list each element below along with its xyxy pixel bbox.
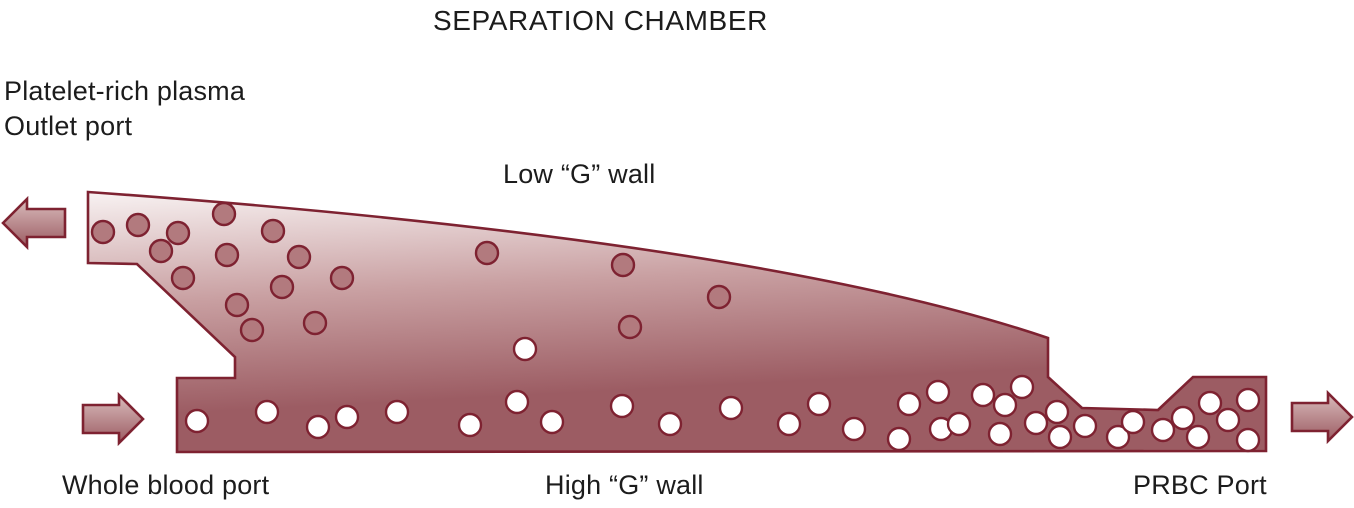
rbc-dot [896,391,922,417]
rbc-dot [254,399,280,425]
outlet-arrow-icon [1,195,67,251]
platelet-dot [239,317,265,343]
rbc-dot [925,379,951,405]
platelet-dot [211,201,237,227]
rbc-dot [987,421,1013,447]
rbc-dot [718,395,744,421]
platelet-dot [170,265,196,291]
rbc-dot [776,411,802,437]
rbc-dot [384,399,410,425]
rbc-dot [1044,399,1070,425]
rbc-dot [539,409,565,435]
rbc-dot [609,393,635,419]
platelet-dot [148,238,174,264]
separation-chamber-body [86,190,1268,454]
rbc-dot [457,412,483,438]
platelet-dot [329,265,355,291]
diagram-title: SEPARATION CHAMBER [433,5,768,36]
rbc-dot [1072,413,1098,439]
platelet-dot [610,252,636,278]
platelet-dot [90,219,116,245]
platelet-dot [260,218,286,244]
rbc-dot [512,336,538,362]
rbc-dot [1047,424,1073,450]
rbc-dot [184,408,210,434]
rbc-dot [1215,407,1241,433]
rbc-dot [1150,417,1176,443]
rbc-dot [305,414,331,440]
platelet-dot [706,284,732,310]
prbc-port-label: PRBC Port [1133,470,1267,500]
high-g-wall-label: High “G” wall [545,470,704,500]
rbc-dot [334,404,360,430]
platelet-dot [474,240,500,266]
rbc-dot [1105,424,1131,450]
rbc-dot [970,382,996,408]
rbc-dot [1009,374,1035,400]
outlet-port-label-line1: Platelet-rich plasma [4,76,246,106]
platelet-dot [286,244,312,270]
outlet-port-label-line2: Outlet port [4,111,133,141]
platelet-dot [224,292,250,318]
rbc-dot [1023,410,1049,436]
rbc-dot [1235,387,1261,413]
rbc-dot [504,389,530,415]
low-g-wall-label: Low “G” wall [503,159,656,189]
platelet-dot [269,274,295,300]
rbc-dot [1120,409,1146,435]
inlet-arrow-icon [81,391,145,447]
rbc-dot [992,392,1018,418]
platelet-dot [302,310,328,336]
prbc-arrow-icon [1290,389,1354,445]
rbc-dot [1197,390,1223,416]
outlet-port-label: Platelet-rich plasma Outlet port [4,74,245,144]
rbc-dot [841,416,867,442]
rbc-dot [1235,427,1261,453]
rbc-dot [886,426,912,452]
rbc-dot [1170,405,1196,431]
platelet-dot [165,220,191,246]
platelet-dot [125,212,151,238]
platelet-dot [617,314,643,340]
rbc-dot [1185,424,1211,450]
rbc-dot [806,391,832,417]
platelet-dots [90,201,732,343]
rbc-dot [946,411,972,437]
rbc-dot [657,411,683,437]
rbc-dots [184,336,1261,453]
whole-blood-port-label: Whole blood port [62,470,270,500]
platelet-dot [214,242,240,268]
